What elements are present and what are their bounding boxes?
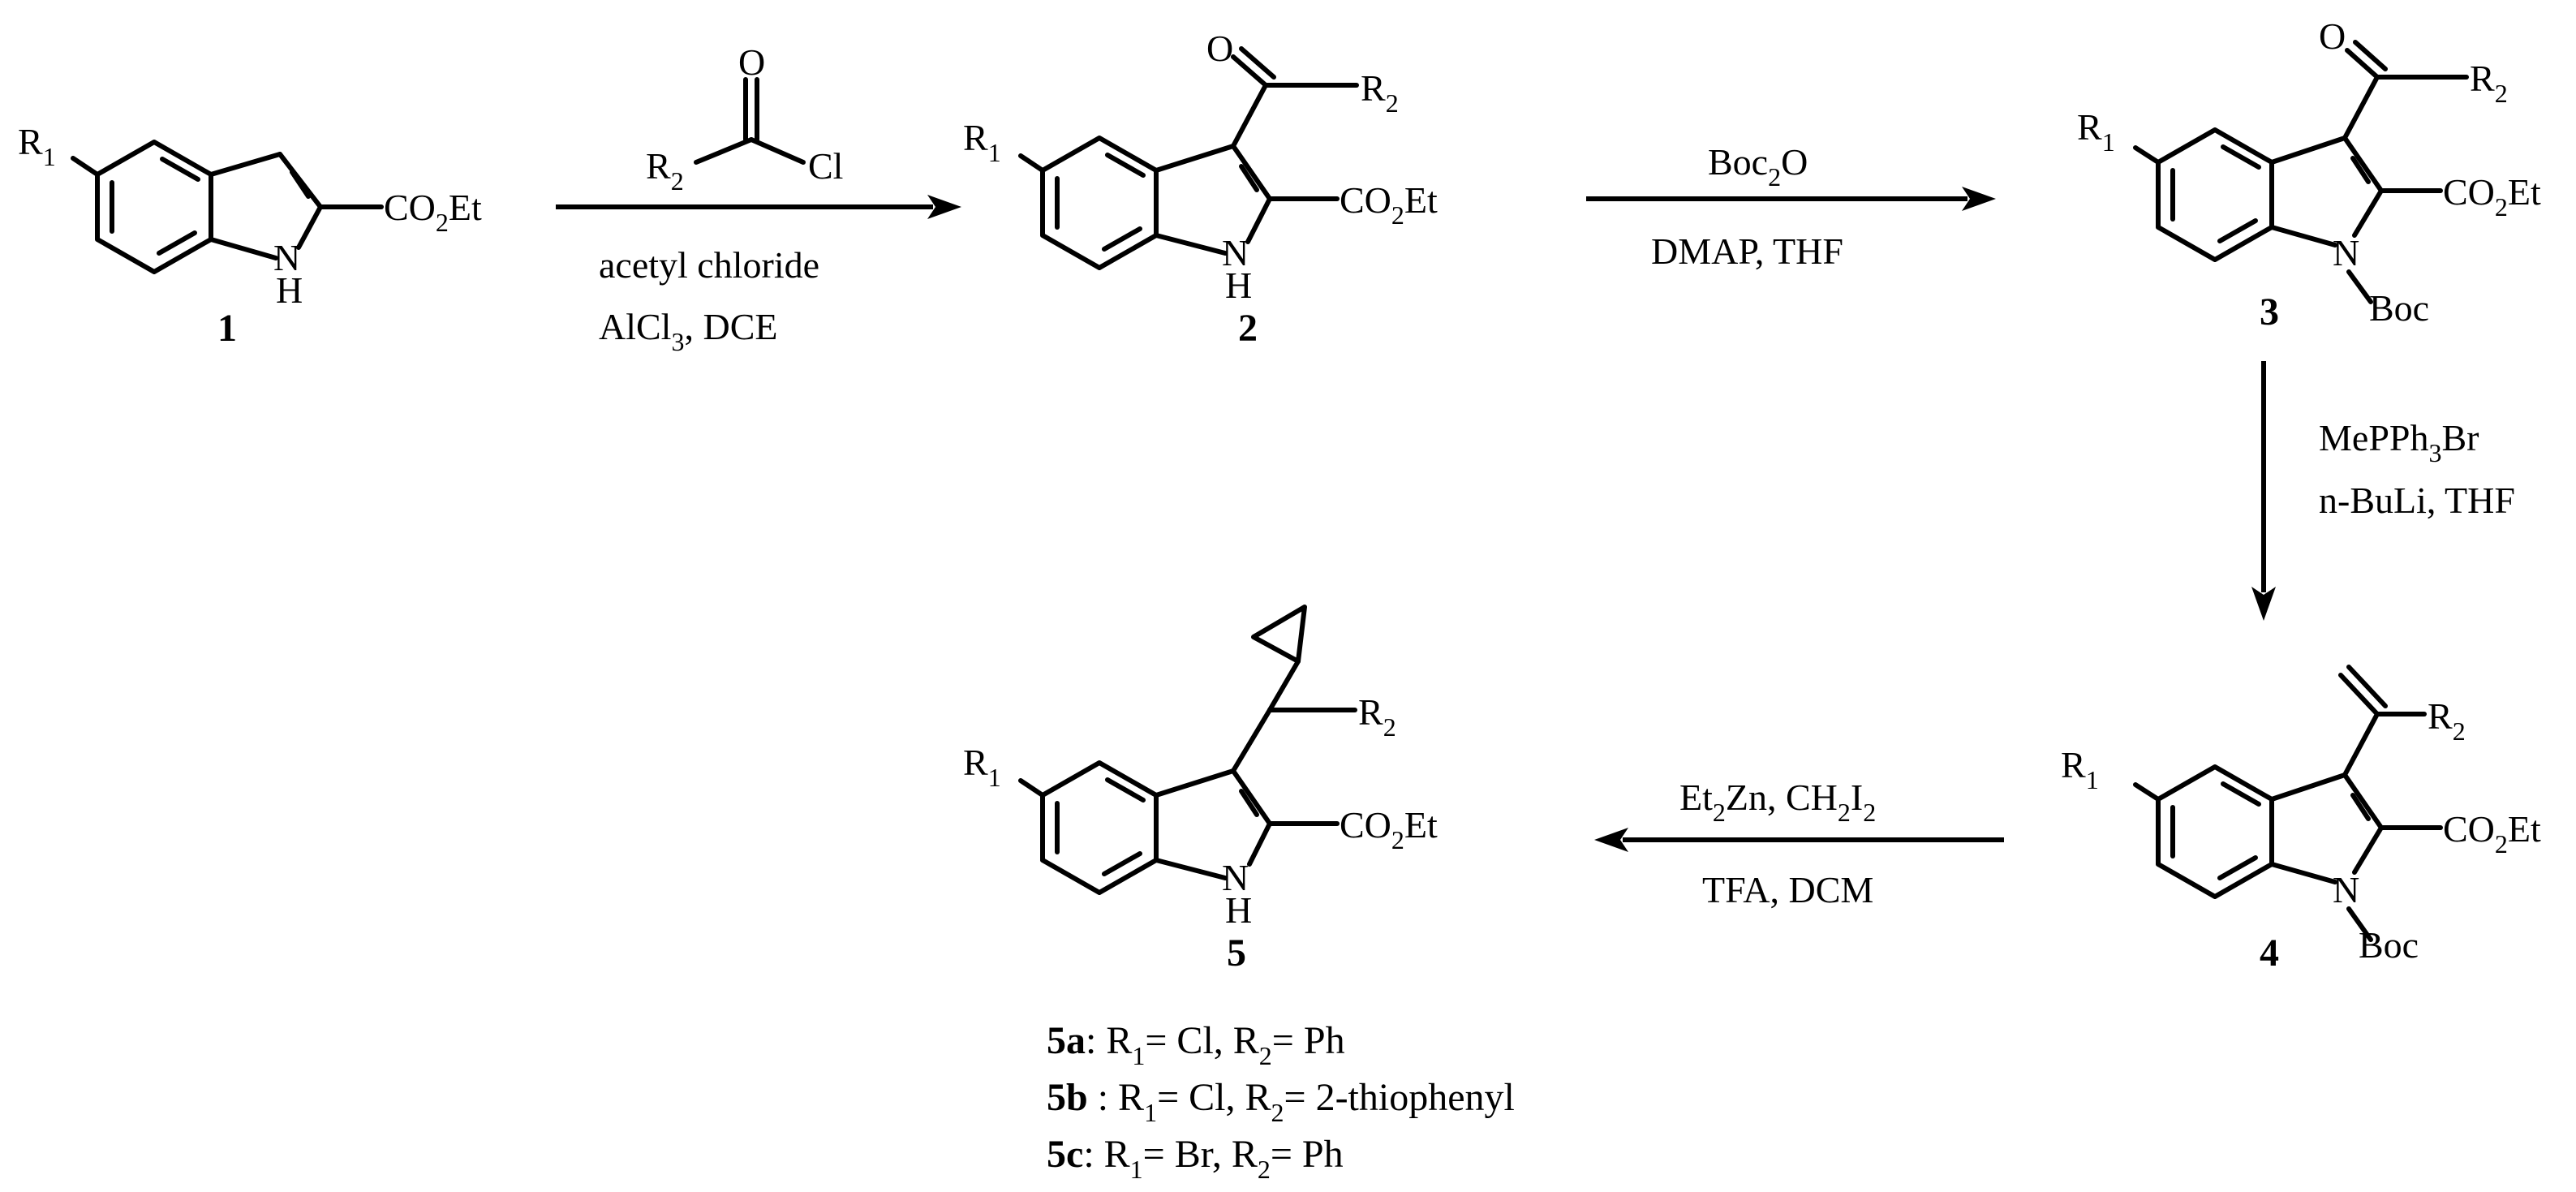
legend-item: 5b : R1= Cl, R2= 2-thiophenyl [1047,1076,1515,1127]
compound-2-o: O [1206,28,1233,69]
compound-4-bonds [2133,665,2443,942]
substituent-legend: 5a: R1= Cl, R2= Ph 5b : R1= Cl, R2= 2-th… [1047,1019,1515,1184]
compound-2-r2: R2 [1361,67,1399,118]
compound-5-nh-h: H [1225,889,1252,931]
compound-4-number: 4 [2260,932,2279,975]
compound-3-boc: Boc [2369,287,2429,329]
step-3-condition-1: MePPh3Br [2319,417,2479,467]
compound-3-r1: R1 [2077,106,2115,157]
acyl-cl: Cl [808,145,843,187]
step-1-condition-1: acetyl chloride [599,244,819,286]
compound-2-nh-h: H [1225,265,1252,306]
compound-3-o: O [2319,15,2346,57]
arrow-step-4 [1594,828,2004,852]
compound-3-n: N [2333,232,2359,273]
legend-item: 5c: R1= Br, R2= Ph [1047,1133,1344,1184]
arrow-step-3 [2251,361,2276,621]
compound-4-r1: R1 [2061,744,2099,794]
step-2-condition-top: Boc2O [1708,141,1808,191]
compound-5-r2: R2 [1358,691,1396,742]
compound-3: O R2 R1 CO2Et N Boc 3 [2077,15,2541,334]
compound-2: O R2 R1 CO2Et N H 2 [963,28,1438,350]
compound-2-nh-n: N [1222,232,1249,273]
compound-5-nh-n: N [1222,857,1249,898]
compound-2-r1: R1 [963,117,1001,167]
compound-1: R1 CO2Et N H 1 [18,121,482,350]
compound-5: R2 R1 CO2Et N H 5 [963,605,1438,975]
step-3-condition-2: n-BuLi, THF [2319,480,2515,521]
legend-item: 5a: R1= Cl, R2= Ph [1047,1019,1345,1070]
acyl-o: O [738,41,765,83]
compound-5-number: 5 [1227,932,1246,975]
compound-5-bonds [1018,605,1357,895]
compound-2-number: 2 [1238,307,1258,350]
compound-3-ester: CO2Et [2443,171,2541,222]
step-1-condition-2: AlCl3, DCE [599,306,777,356]
compound-4-n: N [2333,869,2359,910]
compound-3-bonds [2133,40,2469,304]
arrow-step-2 [1586,187,1996,211]
compound-1-r1: R1 [18,121,56,171]
step-4-condition-top: Et2Zn, CH2I2 [1679,777,1876,827]
compound-2-ester: CO2Et [1340,179,1438,230]
step-4-condition-bottom: TFA, DCM [1702,869,1873,910]
acyl-r2: R2 [646,145,684,196]
compound-2-bonds [1018,46,1359,270]
arrow-step-1 [556,195,961,219]
compound-4-boc: Boc [2359,924,2419,966]
compound-1-nh-n: N [273,237,300,278]
compound-3-number: 3 [2260,290,2279,334]
compound-1-nh-h: H [276,269,303,311]
step-2-condition-bottom: DMAP, THF [1651,230,1843,272]
compound-1-ester: CO2Et [384,187,482,237]
compound-1-number: 1 [217,307,237,350]
compound-4: R2 R1 CO2Et N Boc 4 [2061,665,2541,975]
compound-1-bonds [71,140,384,274]
acyl-chloride-reagent: O R2 Cl [646,41,843,196]
compound-4-r2: R2 [2428,695,2466,746]
compound-5-r1: R1 [963,742,1001,792]
compound-5-ester: CO2Et [1340,804,1438,854]
compound-3-r2: R2 [2470,58,2508,108]
compound-4-ester: CO2Et [2443,808,2541,858]
